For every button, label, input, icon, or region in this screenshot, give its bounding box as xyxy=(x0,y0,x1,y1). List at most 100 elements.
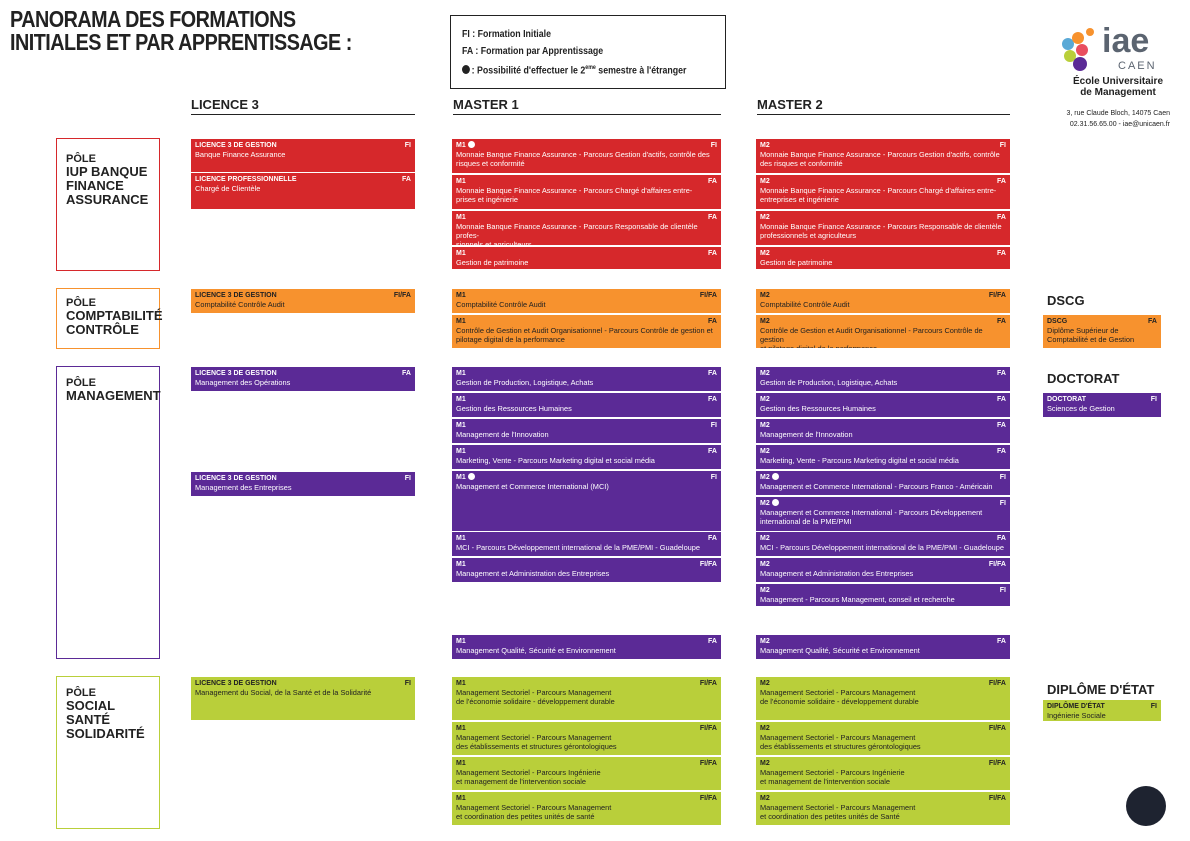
card-level: M1 xyxy=(456,448,466,455)
card-level: M2 xyxy=(760,535,770,542)
card-level: M1 xyxy=(456,474,466,481)
card-level: M2 xyxy=(760,725,770,732)
card-type-badge: FI/FA xyxy=(988,561,1006,568)
pole-name: IUP BANQUE FINANCE ASSURANCE xyxy=(66,164,149,207)
column-licence3: LICENCE 3 xyxy=(191,97,415,115)
card-type-badge: FI/FA xyxy=(988,680,1006,687)
pole-name: SOCIAL SANTÉ SOLIDARITÉ xyxy=(66,698,145,741)
globe-icon xyxy=(467,473,475,480)
pole-name: COMPTABILITÉ CONTRÔLE xyxy=(66,308,163,337)
card-title: Management Sectoriel - Parcours Manageme… xyxy=(456,733,617,751)
card-level: M2 xyxy=(760,474,770,481)
card-type-badge: FA xyxy=(708,370,717,377)
card-type-badge: FI/FA xyxy=(699,795,717,802)
card-level: M2 xyxy=(760,422,770,429)
card-title: Management et Administration des Entrepr… xyxy=(760,569,914,578)
card-type-badge: FI/FA xyxy=(988,292,1006,299)
logo-school: École Universitaire de Management xyxy=(1072,76,1164,98)
logo-word: iae xyxy=(1102,22,1150,60)
card-type-badge: FI/FA xyxy=(393,292,411,299)
card-level: M1 xyxy=(456,561,466,568)
globe-icon xyxy=(771,473,779,480)
column-master2: MASTER 2 xyxy=(757,97,1010,115)
page-title: PANORAMA DES FORMATIONS INITIALES ET PAR… xyxy=(10,6,352,55)
globe-icon xyxy=(467,141,475,148)
card-title: Comptabilité Contrôle Audit xyxy=(760,300,850,309)
logo-city: CAEN xyxy=(1118,60,1157,72)
card-type-badge: FA xyxy=(708,214,717,221)
card-type-badge: FI xyxy=(710,142,717,149)
card-level: M2 xyxy=(760,638,770,645)
card-type-badge: FI xyxy=(999,500,1006,507)
card-type-badge: FA xyxy=(708,250,717,257)
card-title: Diplôme Supérieur de Comptabilité et de … xyxy=(1047,326,1135,344)
card-title: Chargé de Clientèle xyxy=(195,184,261,193)
card-title: Management Sectoriel - Parcours Manageme… xyxy=(760,688,919,706)
card-title: Monnaie Banque Finance Assurance - Parco… xyxy=(456,150,710,168)
card-title: Marketing, Vente - Parcours Marketing di… xyxy=(760,456,959,465)
pole-comptabilite: PÔLE COMPTABILITÉ CONTRÔLE xyxy=(56,288,163,349)
card-level: DSCG xyxy=(1047,318,1068,325)
card-title: Management et Commerce International - P… xyxy=(760,508,983,526)
card-level: M2 xyxy=(760,250,770,257)
card-type-badge: FA xyxy=(708,535,717,542)
floating-action-button[interactable] xyxy=(1126,786,1166,826)
column-master1: MASTER 1 xyxy=(453,97,721,115)
card-type-badge: FI/FA xyxy=(699,680,717,687)
card-title: Monnaie Banque Finance Assurance - Parco… xyxy=(760,150,1000,168)
globe-icon xyxy=(771,499,779,506)
iae-logo-icon xyxy=(1062,28,1094,71)
card-title: Monnaie Banque Finance Assurance - Parco… xyxy=(456,222,698,245)
card-type-badge: FA xyxy=(402,176,411,183)
card-level: M1 xyxy=(456,680,466,687)
card-type-badge: FI/FA xyxy=(988,795,1006,802)
